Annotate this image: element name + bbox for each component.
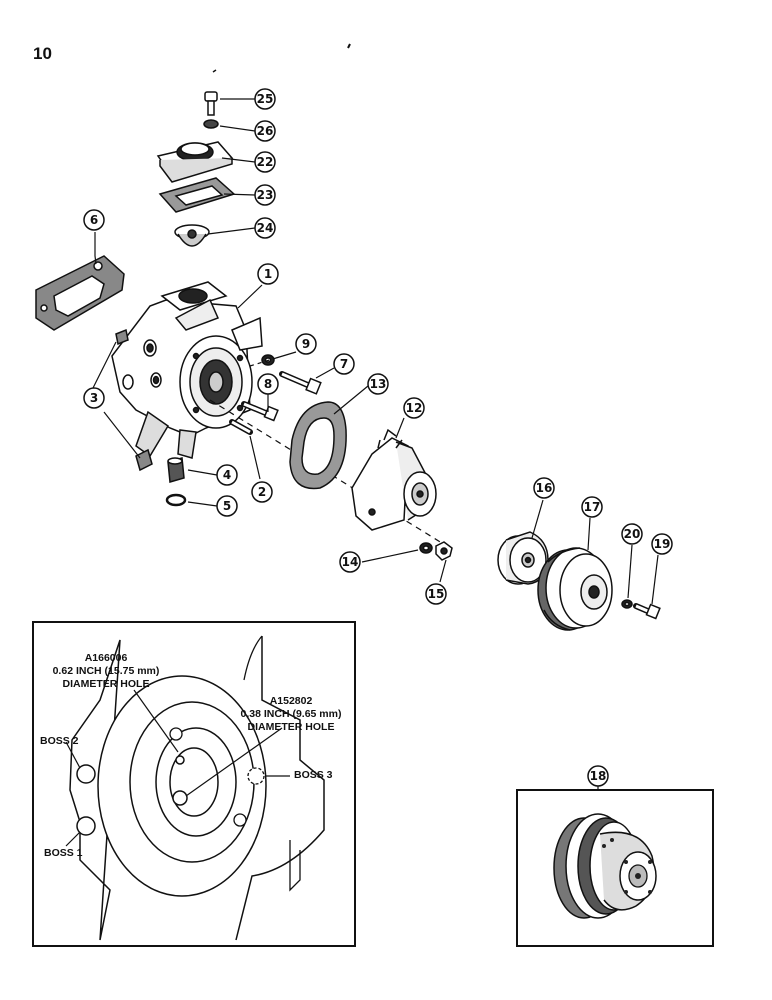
callout-6: 6 — [90, 213, 98, 227]
callout-13: 13 — [370, 377, 387, 391]
water-pump-housing-1 — [111, 281, 263, 459]
callout-16: 16 — [536, 481, 553, 495]
callout-24: 24 — [257, 221, 274, 235]
boss-2-label: BOSS 2 — [40, 735, 79, 747]
gasket-13 — [289, 401, 347, 490]
outlet-housing-22 — [156, 141, 234, 183]
callout-3: 3 — [90, 391, 98, 405]
callout-20: 20 — [624, 527, 641, 541]
callout-15: 15 — [428, 587, 445, 601]
callout-5: 5 — [223, 499, 231, 513]
callout-19: 19 — [654, 537, 671, 551]
nut-15 — [435, 541, 453, 561]
callout-leaders — [91, 98, 659, 605]
callout-2: 2 — [258, 485, 266, 499]
drain-cock-4 — [167, 457, 185, 483]
alignment-line — [209, 399, 451, 549]
pulley-17 — [537, 547, 613, 631]
callout-circles — [83, 88, 673, 787]
hole-b-desc: DIAMETER HOLE — [247, 721, 335, 733]
washer-20 — [621, 599, 633, 609]
callout-14: 14 — [342, 555, 359, 569]
stray-mark — [347, 43, 351, 49]
hole-a-part: A166006 — [84, 652, 128, 664]
callout-8: 8 — [264, 377, 272, 391]
boss-3-label: BOSS 3 — [294, 769, 333, 781]
callout-1: 1 — [264, 267, 272, 281]
callout-18: 18 — [590, 769, 607, 783]
inset-box-pulley-18 — [516, 786, 714, 947]
callout-25: 25 — [257, 92, 274, 106]
page-number: 10 — [33, 44, 52, 63]
callout-17: 17 — [584, 500, 601, 514]
thermostat-24 — [174, 224, 210, 247]
hole-b-label: A152802 0.38 INCH (9.65 mm) DIAMETER HOL… — [236, 695, 346, 734]
hub-16 — [497, 531, 549, 585]
stray-mark — [212, 69, 217, 73]
inset-box-boss-detail — [32, 621, 356, 947]
gasket-6 — [35, 255, 125, 331]
washer-14 — [419, 542, 433, 554]
washer-26 — [203, 119, 219, 129]
bolt-7 — [279, 371, 322, 395]
callout-26: 26 — [257, 124, 274, 138]
hole-b-size: 0.38 INCH (9.65 mm) — [240, 708, 342, 720]
hole-a-size: 0.62 INCH (15.75 mm) — [52, 665, 160, 677]
callout-7: 7 — [340, 357, 348, 371]
callout-4: 4 — [223, 468, 231, 482]
hole-b-part: A152802 — [269, 695, 313, 707]
o-ring-5 — [165, 493, 187, 507]
callout-23: 23 — [257, 188, 274, 202]
bolt-8 — [241, 401, 279, 422]
pipe-plug-3 — [115, 328, 153, 472]
bolt-25 — [204, 91, 218, 116]
bolt-19 — [633, 603, 661, 620]
hole-a-desc: DIAMETER HOLE — [62, 678, 150, 690]
stud-2 — [229, 419, 253, 435]
gasket-23 — [158, 177, 236, 213]
hole-a-label: A166006 0.62 INCH (15.75 mm) DIAMETER HO… — [36, 652, 176, 691]
pump-body-12 — [351, 428, 437, 531]
callout-12: 12 — [406, 401, 423, 415]
boss-1-label: BOSS 1 — [44, 847, 83, 859]
callout-9: 9 — [302, 337, 310, 351]
callout-22: 22 — [257, 155, 274, 169]
